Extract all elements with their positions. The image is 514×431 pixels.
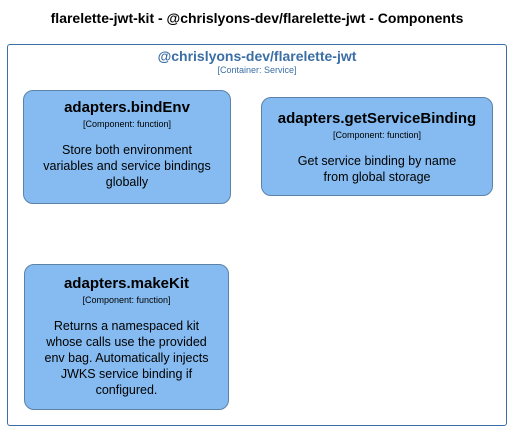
component-get-service-binding[interactable]: adapters.getServiceBinding [Component: f… — [261, 97, 493, 196]
component-description: Get service binding by name from global … — [262, 153, 492, 185]
description-line: variables and service bindings — [43, 159, 211, 173]
description-line: Get service binding by name — [297, 154, 457, 168]
description-line: Store both environment — [62, 143, 192, 157]
description-line: globally — [105, 175, 149, 189]
description-line: env bag. Automatically injects — [44, 351, 209, 365]
component-bind-env[interactable]: adapters.bindEnv [Component: function] S… — [23, 90, 231, 204]
component-name: adapters.makeKit — [63, 275, 190, 292]
description-line: JWKS service binding if — [60, 367, 193, 381]
component-name: adapters.bindEnv — [64, 99, 190, 116]
diagram-title: flarelette-jwt-kit - @chrislyons-dev/fla… — [50, 10, 464, 26]
description-line: from global storage — [323, 170, 431, 184]
description-line: Returns a namespaced kit — [53, 319, 200, 333]
boundary-type: [Container: Service] — [217, 65, 297, 75]
component-type: [Component: function] — [82, 295, 171, 305]
description-line: whose calls use the provided — [46, 335, 207, 349]
component-type: [Component: function] — [332, 130, 422, 140]
description-line: configured. — [95, 383, 158, 397]
boundary-title: @chrislyons-dev/flarelette-jwt — [157, 48, 357, 64]
component-description: Store both environment variables and ser… — [24, 142, 230, 190]
component-type: [Component: function] — [82, 119, 172, 129]
component-make-kit[interactable]: adapters.makeKit [Component: function] R… — [24, 264, 229, 410]
component-description: Returns a namespaced kit whose calls use… — [25, 318, 228, 398]
component-name: adapters.getServiceBinding — [277, 110, 477, 127]
